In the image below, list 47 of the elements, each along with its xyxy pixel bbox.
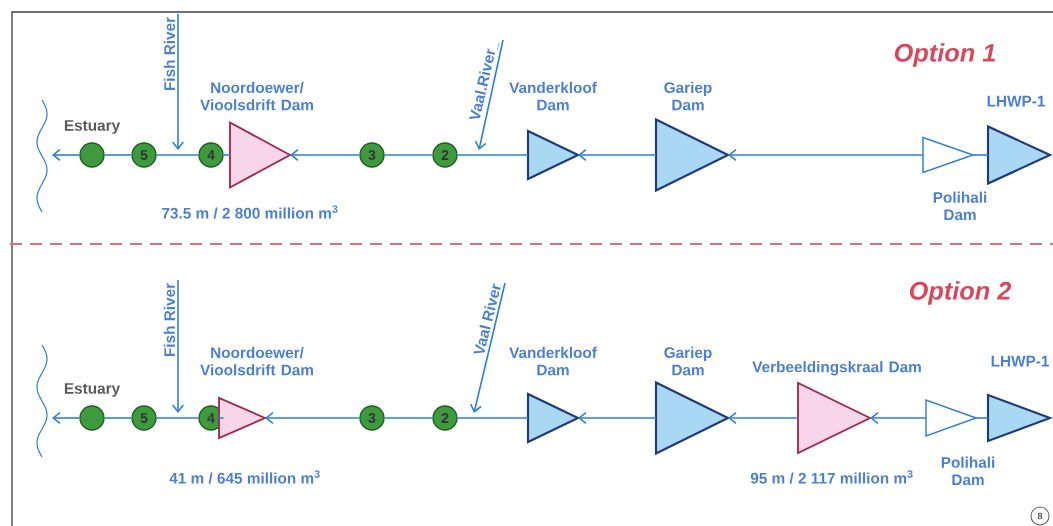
flow-arrow — [171, 279, 185, 413]
flow-arrow — [578, 148, 657, 162]
page-number: 8 — [1030, 506, 1050, 526]
flow-arrow — [474, 39, 504, 150]
flow-arrow — [870, 411, 927, 425]
flow-arrow — [52, 411, 81, 425]
dam-name: Gariep Dam — [664, 81, 712, 111]
flow-line — [155, 154, 200, 156]
flow-line — [222, 154, 231, 156]
place-label: Estuary — [64, 383, 121, 397]
flow-arrow — [728, 148, 924, 162]
dam-capacity: 95 m / 2 117 million m$^{3}$ — [750, 470, 913, 484]
river-label: Vaal River — [473, 283, 501, 354]
dam-name: Noordoewer/ Vioolsdrift Dam — [200, 346, 313, 376]
dam-name: Vanderkloof Dam — [509, 81, 597, 111]
dam-name: Gariep Dam — [664, 346, 712, 376]
dam-name: Verbeeldingskraal Dam — [752, 361, 921, 376]
flow-arrow — [171, 13, 185, 150]
flow-arrow — [265, 411, 361, 425]
flow-line — [456, 154, 529, 156]
dam-name: LHWP-1 — [991, 355, 1049, 367]
dam-name: Polihali Dam — [933, 191, 987, 221]
place-label: Estuary — [64, 120, 121, 134]
flow-line — [975, 417, 989, 419]
flow-line — [103, 154, 133, 156]
flow-line — [383, 417, 434, 419]
flow-arrow — [578, 411, 657, 425]
dam-name: Vanderkloof Dam — [509, 346, 597, 376]
option-heading: Option 2 — [909, 281, 1012, 305]
flow-arrow — [728, 411, 799, 425]
flow-arrow — [52, 148, 81, 162]
flow-line — [972, 154, 989, 156]
dam-name: Polihali Dam — [941, 456, 995, 486]
option-heading: Option 1 — [894, 43, 995, 67]
dam-name: LHWP-1 — [987, 95, 1045, 107]
flow-arrow — [469, 282, 506, 413]
flow-line — [383, 154, 434, 156]
flow-arrow — [290, 148, 361, 162]
dam-name: Noordoewer/ Vioolsdrift Dam — [200, 81, 313, 111]
flow-line — [103, 417, 133, 419]
dam-capacity: 41 m / 645 million m$^{3}$ — [169, 470, 320, 484]
dam-capacity: 73.5 m / 2 800 million m$^{3}$ — [162, 205, 338, 219]
river-label: Fish River — [163, 283, 176, 357]
flow-line — [155, 417, 200, 419]
river-label: Fish River — [163, 17, 176, 91]
flow-line — [218, 417, 225, 419]
flow-line — [456, 417, 529, 419]
